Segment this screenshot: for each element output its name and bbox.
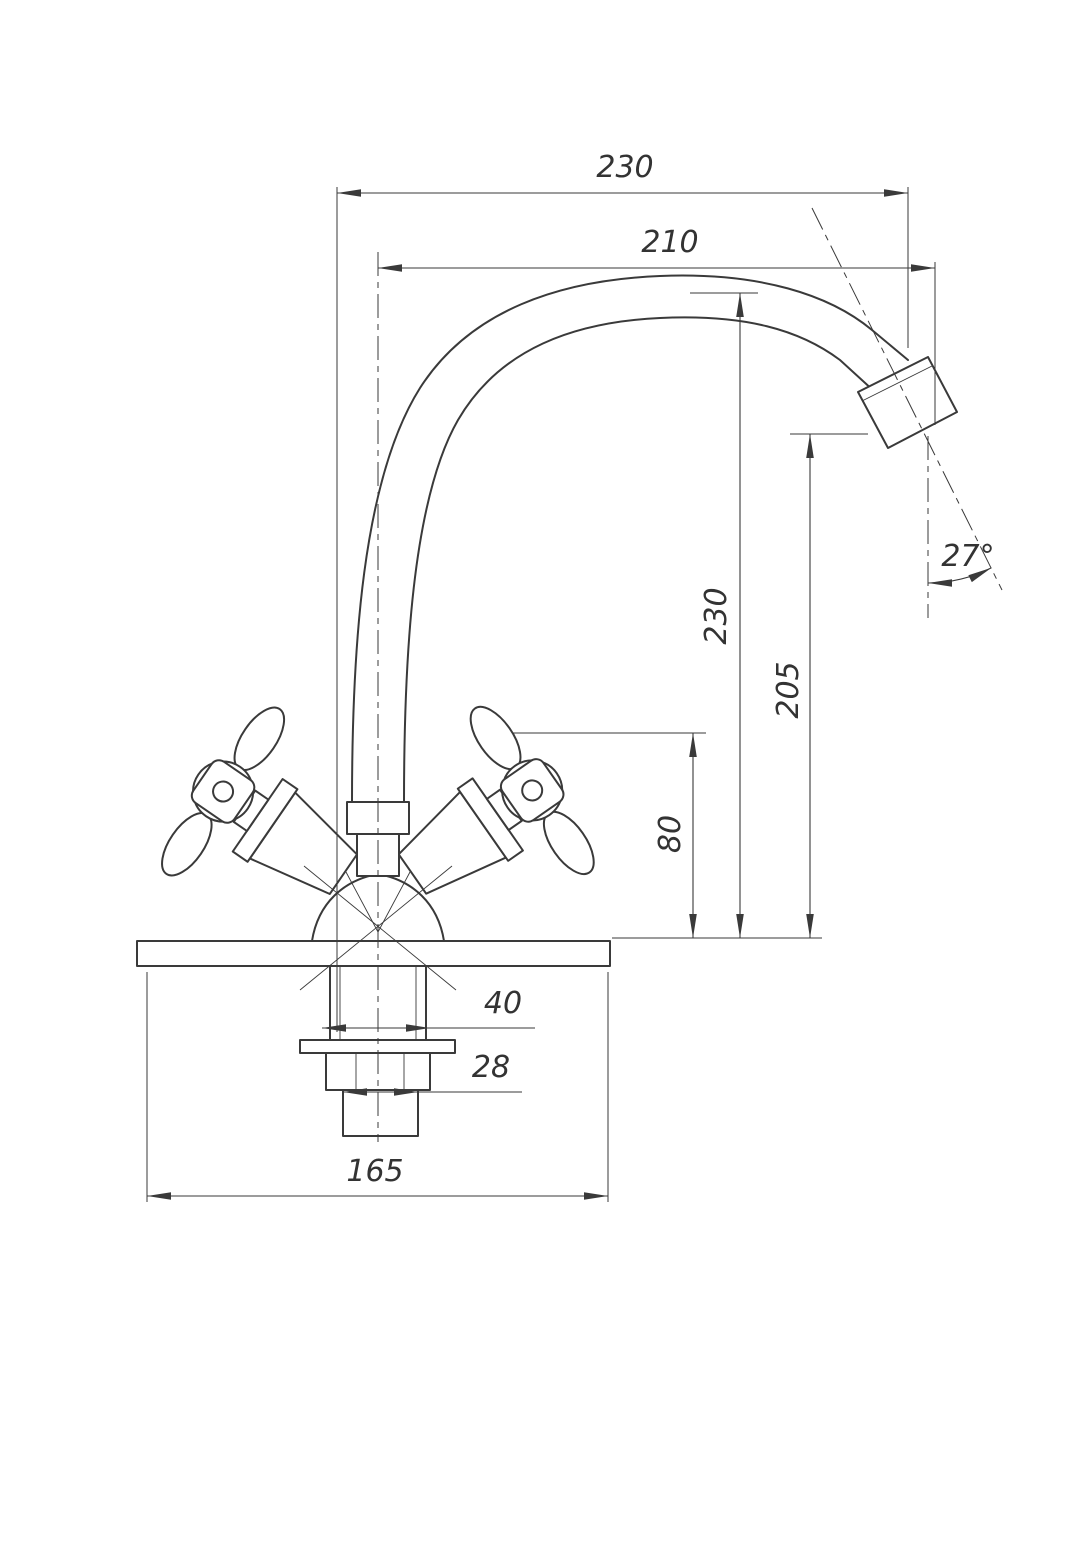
dim-label-outlet-height: 205	[771, 661, 806, 718]
dim-label-spout-reach: 210	[641, 225, 698, 260]
spout-inner-edge	[403, 316, 876, 803]
dim-label-base-width: 165	[346, 1154, 403, 1189]
tailpiece	[342, 1089, 419, 1137]
right-handle-cap-screw	[521, 779, 544, 802]
dim-label-shank-width: 40	[484, 986, 522, 1021]
dim-label-overall-reach: 230	[596, 150, 653, 185]
dim-label-tailpiece-width: 28	[472, 1050, 510, 1085]
dim-label-outlet-angle: 27°	[941, 539, 994, 574]
dim-label-spout-height: 230	[699, 587, 734, 644]
left-handle-assembly	[161, 706, 358, 895]
construction-line-2	[303, 865, 457, 991]
left-handle-cap-screw	[212, 780, 235, 803]
angle-arc	[927, 567, 992, 587]
outlet-axis-line	[811, 207, 1003, 591]
construction-line-1	[299, 865, 453, 991]
dim-label-handle-height: 80	[653, 815, 688, 853]
aerator-shoulder-line	[861, 365, 933, 402]
aerator-nut	[857, 356, 958, 449]
base-plate	[136, 940, 611, 967]
right-handle-assembly	[397, 705, 595, 895]
spout-outer-edge	[351, 274, 909, 803]
